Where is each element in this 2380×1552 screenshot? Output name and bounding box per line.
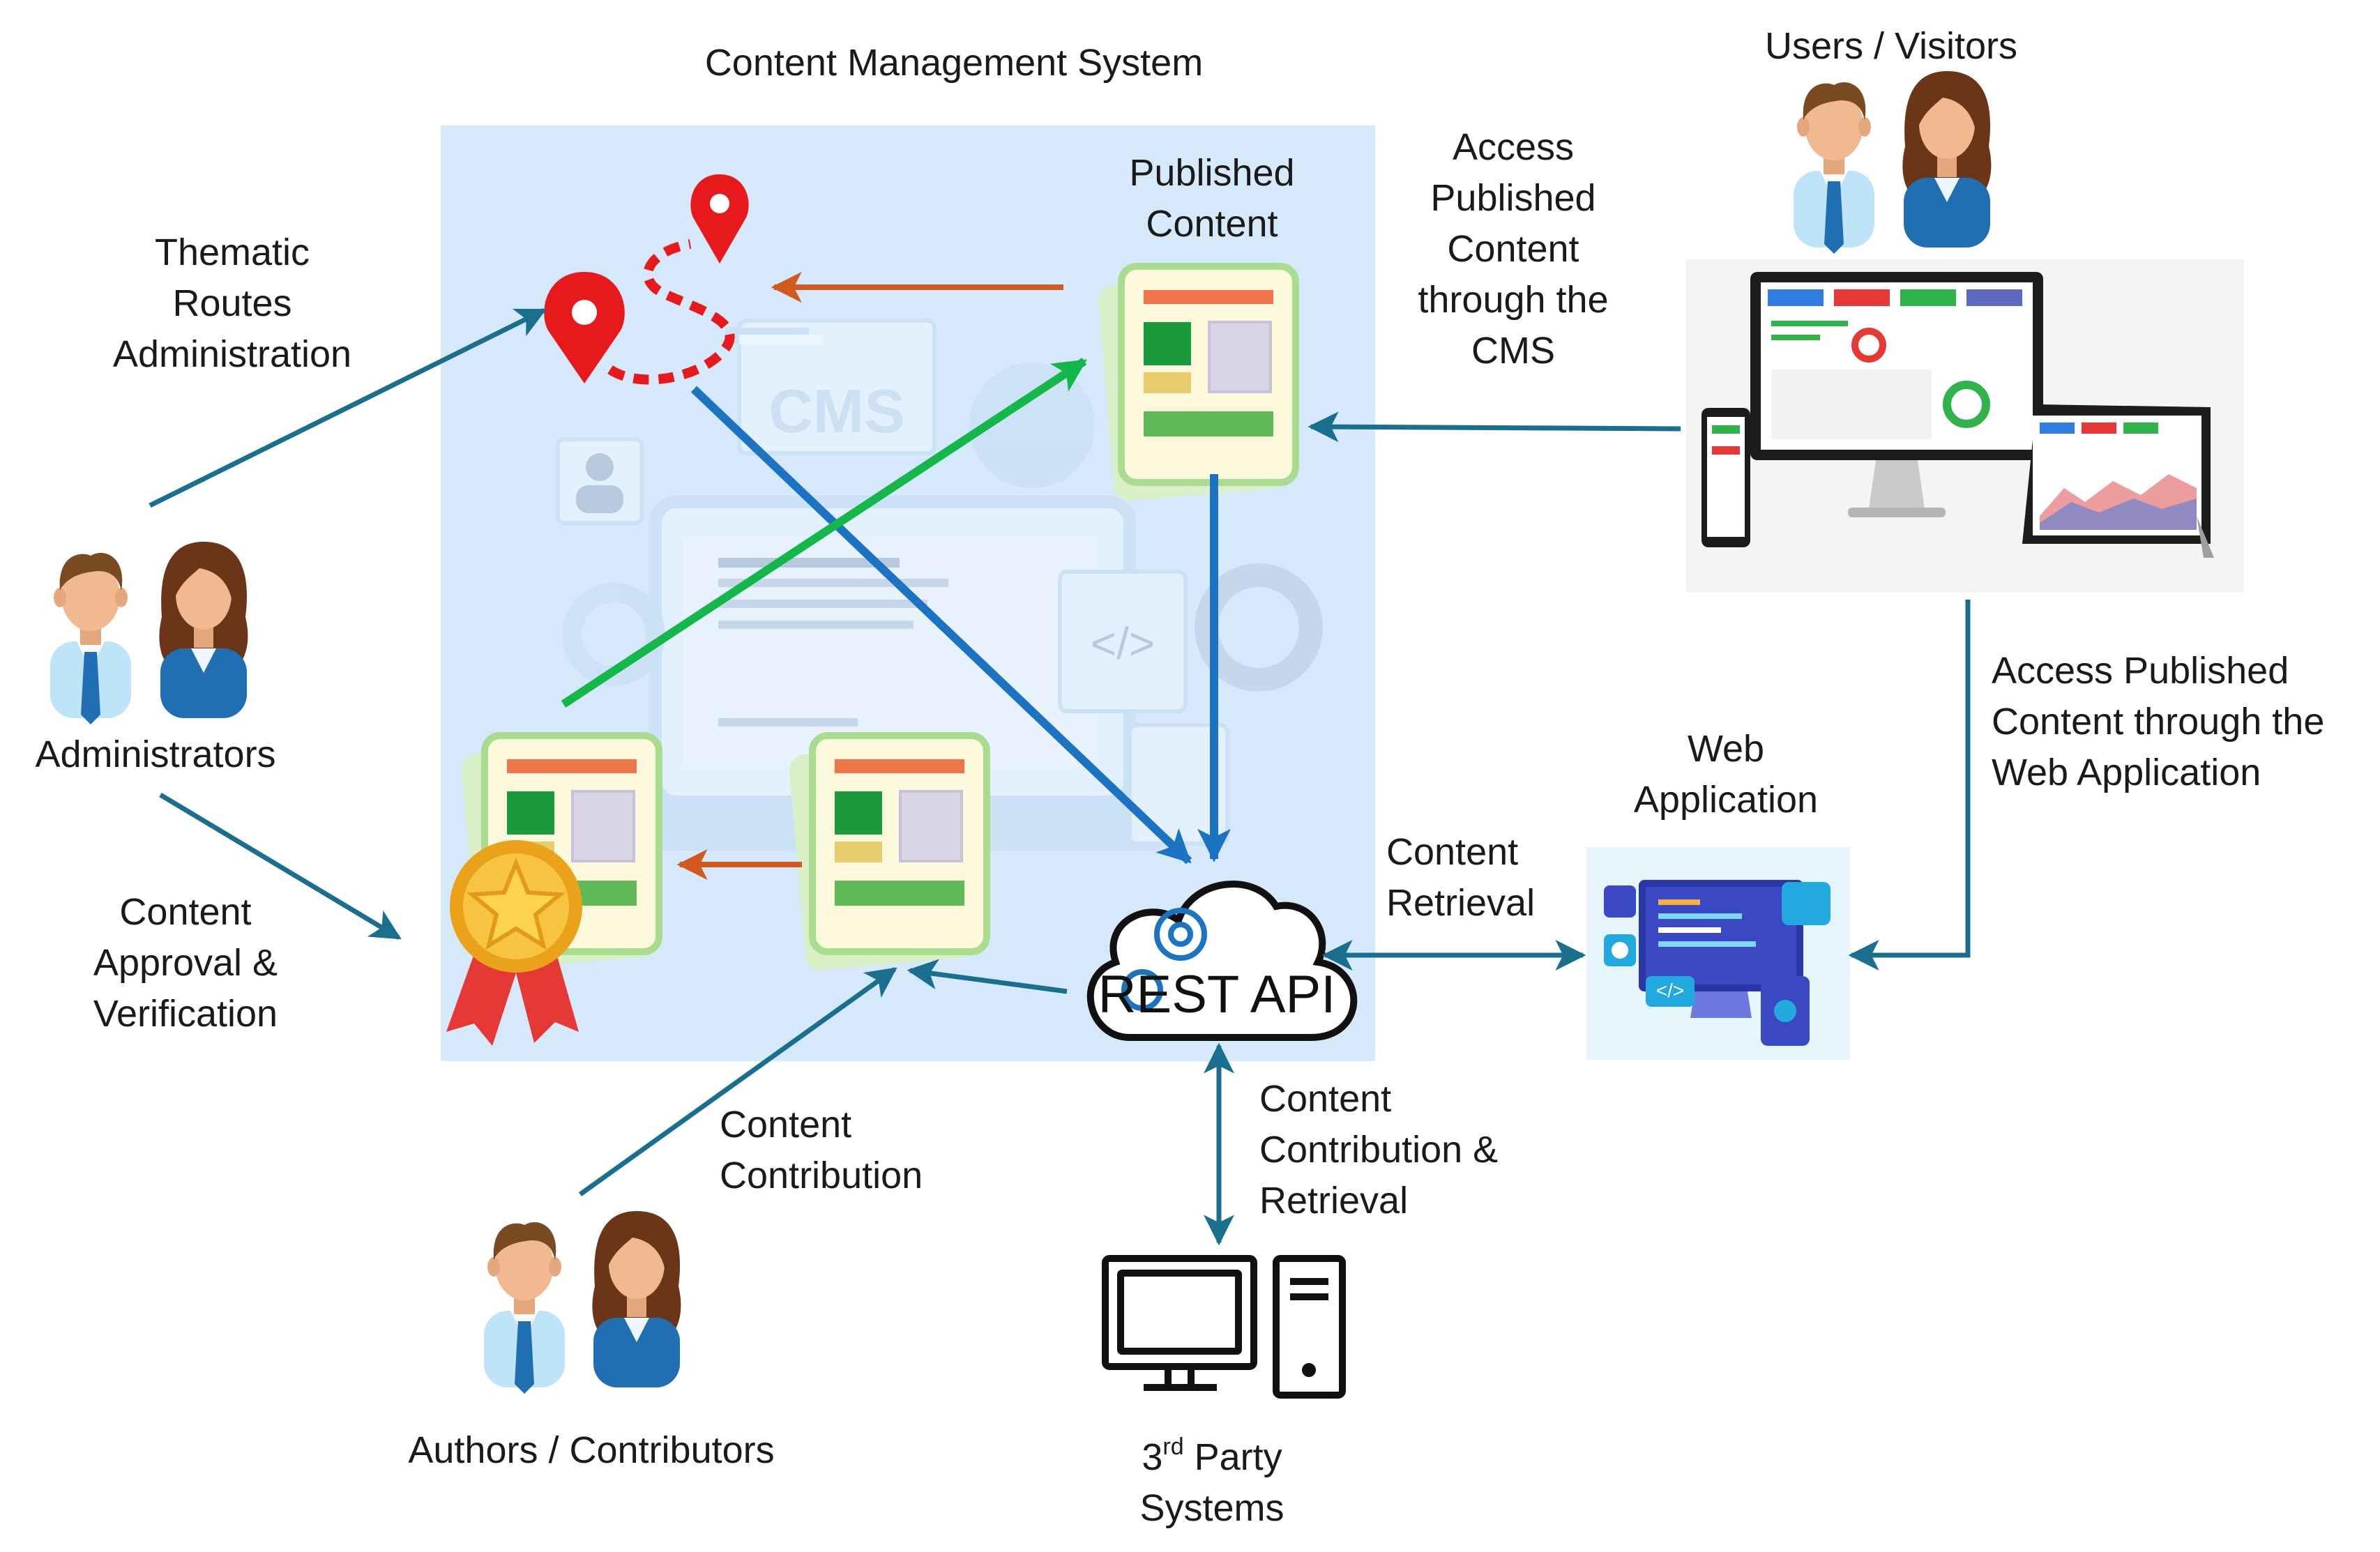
retrieval-label: Content Retrieval	[1386, 831, 1536, 924]
thematic-route-icon	[544, 174, 749, 385]
published-content-document-icon	[1097, 266, 1296, 502]
approval-arrow	[159, 792, 402, 941]
contribution-arrow	[578, 967, 897, 1196]
third-party-computer-icon	[1102, 1255, 1346, 1399]
contribution-retrieval-label: Content Contribution & Retrieval	[1259, 1078, 1499, 1222]
cms-title: Content Management System	[704, 42, 1204, 84]
rest-api-label: REST API	[1098, 965, 1336, 1024]
authors-contributors-label: Authors / Contributors	[408, 1429, 775, 1471]
users-visitors-label: Users / Visitors	[1764, 25, 2018, 67]
route-to-api-arrow	[690, 386, 1192, 865]
approval-label: Content Approval & Verification	[93, 891, 278, 1035]
code-watermark-text: </>	[1091, 618, 1155, 669]
web-code-icon-text: </>	[1656, 980, 1684, 1001]
approved-to-published-arrow	[561, 357, 1088, 708]
access-web-label: Access Published Content through the Web…	[1992, 650, 2325, 793]
flow-arrows	[149, 272, 1971, 1246]
rest-api-cloud-icon: REST API	[1086, 881, 1358, 1041]
access-cms-arrow	[1308, 411, 1681, 443]
route-start-pin-icon	[544, 272, 625, 383]
web-application-illustration: </>	[1586, 847, 1850, 1060]
thematic-routes-label: Thematic Routes Administration	[112, 231, 352, 375]
contribution-label: Content Contribution	[720, 1104, 923, 1196]
third-party-label: 3rd Party Systems	[1139, 1433, 1284, 1529]
user-devices-illustration	[1686, 259, 2244, 593]
access-web-arrow	[1848, 600, 1971, 971]
authors-contributors-icon	[484, 1211, 681, 1394]
access-cms-label: Access Published Content through the CMS	[1418, 126, 1609, 372]
draft-content-document-icon	[788, 736, 987, 971]
administrators-icon	[50, 542, 248, 724]
rest-to-draft-arrow	[907, 959, 1068, 994]
award-badge-icon	[446, 840, 582, 1046]
administrators-label: Administrators	[35, 733, 276, 775]
published-content-label: Published Content	[1129, 152, 1295, 245]
route-end-pin-icon	[690, 174, 749, 264]
cms-watermark-text: CMS	[768, 376, 905, 446]
thematic-routes-arrow	[149, 307, 547, 508]
users-visitors-icon	[1794, 71, 1992, 254]
web-application-label: Web Application	[1633, 728, 1819, 821]
